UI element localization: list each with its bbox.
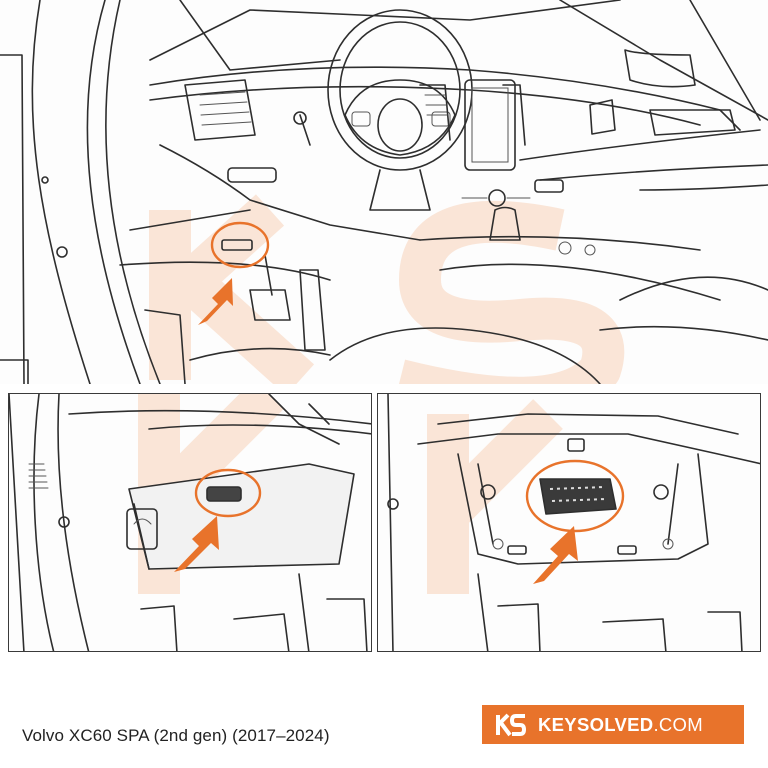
obd-highlight-circle [525, 459, 625, 533]
arrow-pointer-icon [174, 516, 219, 572]
arrow-pointer-icon [533, 526, 578, 584]
obd-port-drawing [387, 394, 760, 651]
brand-tld: .COM [653, 713, 703, 735]
watermark-k [149, 194, 315, 384]
obd-highlight-circle [194, 468, 262, 518]
obd-highlight-circle [210, 221, 270, 269]
arrow-pointer-icon [198, 278, 233, 325]
brand-name: KEYSOLVED [538, 713, 654, 735]
keysolved-brand-badge: KEYSOLVED.COM [482, 705, 744, 744]
ks-logo-icon [496, 713, 526, 736]
under-dash-drawing [9, 394, 371, 651]
overview-illustration [0, 0, 768, 384]
car-interior-drawing [0, 0, 768, 384]
obd-port-shape [221, 239, 253, 251]
watermark-s [399, 200, 625, 384]
obd-port-closeup [377, 393, 761, 652]
vehicle-caption: Volvo XC60 SPA (2nd gen) (2017–2024) [22, 726, 330, 745]
under-dash-closeup [8, 393, 372, 652]
